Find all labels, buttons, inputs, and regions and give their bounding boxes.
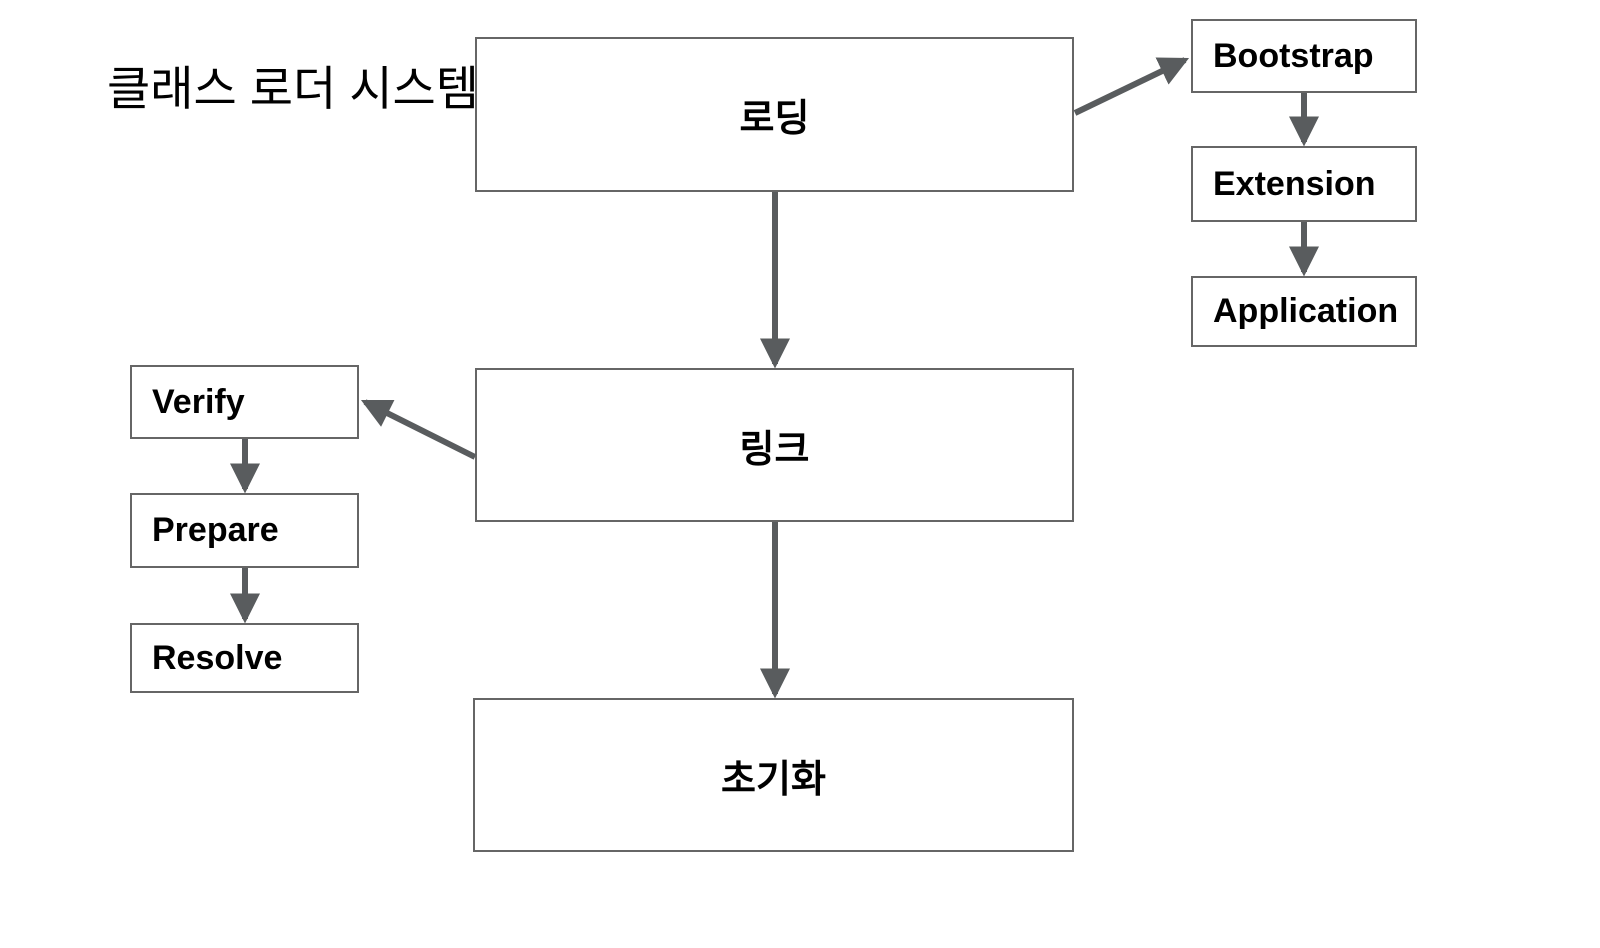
arrow-link-to-verify <box>360 399 477 460</box>
node-application: Application <box>1191 276 1417 347</box>
node-bootstrap: Bootstrap <box>1191 19 1417 93</box>
node-link: 링크 <box>475 368 1074 522</box>
node-prepare: Prepare <box>130 493 359 568</box>
arrow-loading-to-bootstrap <box>1073 57 1190 116</box>
node-resolve: Resolve <box>130 623 359 693</box>
node-verify: Verify <box>130 365 359 439</box>
node-initialization: 초기화 <box>473 698 1074 852</box>
node-loading: 로딩 <box>475 37 1074 192</box>
diagram-title: 클래스 로더 시스템 <box>107 62 480 115</box>
node-extension: Extension <box>1191 146 1417 222</box>
